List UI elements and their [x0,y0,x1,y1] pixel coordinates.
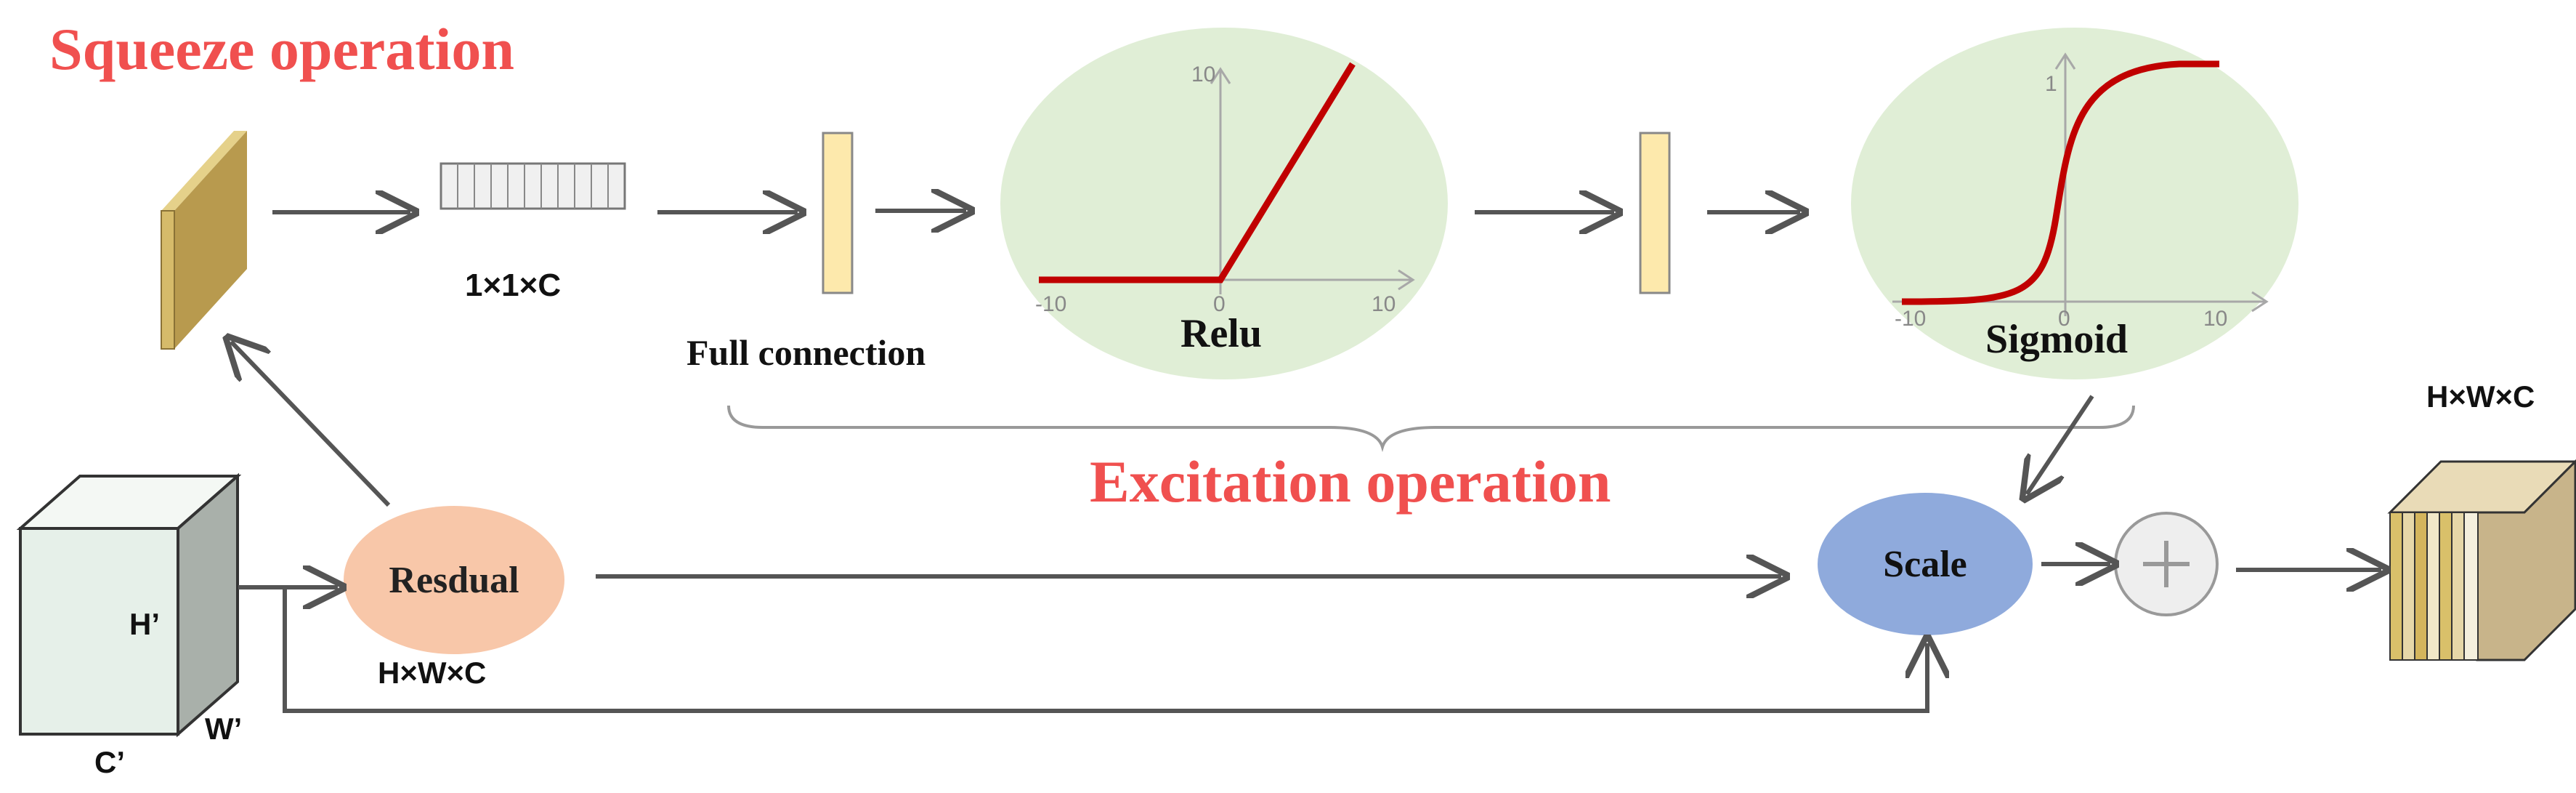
output-feature-stack [2387,459,2576,661]
residual-dims: H×W×C [378,656,486,690]
sigmoid-plot: 1 -10 0 10 Sigmoid [1851,28,2298,379]
add-node [2114,512,2219,616]
sigmoid-y-axis-arrow [2054,52,2076,70]
sigmoid-x-tick-pos: 10 [2203,307,2227,331]
sigmoid-label: Sigmoid [1985,317,2128,362]
excitation-title: Excitation operation [1090,448,1611,515]
arrow-input-skip-to-scale [283,587,1927,713]
squeezed-feature-plate [161,131,247,350]
sigmoid-curve [1901,60,2219,305]
sigmoid-x-tick-neg: -10 [1895,307,1926,331]
relu-x-tick-neg: -10 [1035,292,1066,316]
relu-curve [1039,62,1356,283]
relu-x-tick-zero: 0 [1213,292,1226,316]
input-height-label: H’ [129,607,160,641]
fc-bar-2 [1639,132,1671,294]
sigmoid-y-tick: 1 [2045,72,2057,96]
fc-bar-1 [822,132,854,294]
relu-plot-background [1000,28,1448,379]
input-width-label: W’ [205,712,242,746]
relu-x-axis-arrow [1398,269,1415,291]
relu-y-tick: 10 [1191,63,1215,86]
arrow-sigmoid-to-scale [2027,395,2094,494]
sigmoid-plot-background [1851,28,2298,379]
channel-vector [440,162,626,210]
arrow-residual-to-plate [231,342,391,507]
channel-vector-dims: 1×1×C [465,267,561,303]
sigmoid-x-tick-zero: 0 [2058,307,2070,331]
input-channel-label: C’ [94,745,125,779]
relu-x-tick-pos: 10 [1372,292,1396,316]
relu-plot: 10 -10 0 10 Relu [1000,28,1448,379]
squeeze-title: Squeeze operation [49,16,514,82]
relu-label: Relu [1180,311,1262,356]
sigmoid-x-axis-arrow [2251,291,2269,313]
residual-node [344,506,564,654]
residual-label: Resdual [389,560,519,601]
output-dims: H×W×C [2426,379,2535,414]
full-connection-label: Full connection [686,332,926,373]
flow-arrows [231,211,2381,713]
scale-node [1818,493,2033,635]
relu-y-axis-arrow [1210,67,1231,84]
input-feature-cube [16,472,242,738]
excitation-brace [727,405,2135,453]
scale-label: Scale [1883,544,1967,585]
